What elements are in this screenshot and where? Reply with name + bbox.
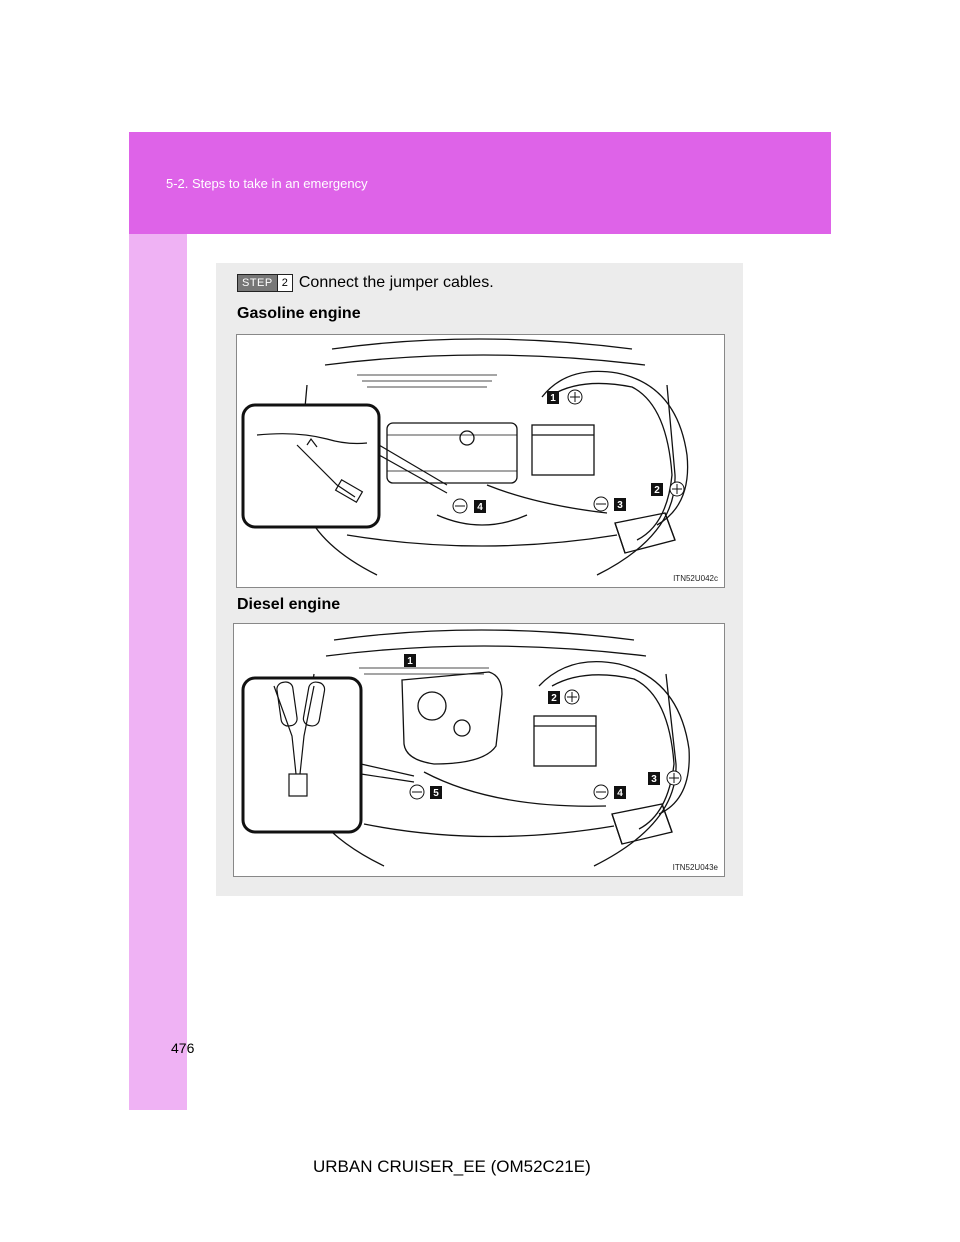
diesel-engine-heading: Diesel engine — [237, 596, 341, 613]
diesel-callout-2: 2 — [551, 693, 557, 704]
gas-callout-2: 2 — [654, 485, 660, 496]
gas-callout-3: 3 — [617, 500, 623, 511]
diesel-engine-figure: 1 2 3 4 5 ITN52U043e — [233, 623, 725, 877]
page-header-band — [129, 132, 831, 234]
gasoline-figure-code: ITN52U042c — [673, 574, 718, 583]
step-badge-number: 2 — [276, 275, 292, 291]
section-title: 5-2. Steps to take in an emergency — [166, 176, 368, 191]
page-number: 476 — [171, 1040, 195, 1056]
step-instruction: Connect the jumper cables. — [298, 274, 494, 291]
diesel-figure-code: ITN52U043e — [672, 863, 718, 872]
footer-model: URBAN CRUISER_EE (OM52C21E) — [313, 1157, 591, 1176]
page-sidebar-band — [129, 132, 187, 1110]
diesel-callout-3: 3 — [651, 774, 657, 785]
gas-callout-1: 1 — [550, 393, 556, 404]
step-badge: STEP 2 — [237, 274, 293, 292]
step-badge-label: STEP — [238, 275, 277, 291]
diesel-callout-5: 5 — [433, 788, 439, 799]
diesel-engine-illustration: 1 2 3 4 5 — [241, 629, 690, 867]
gasoline-engine-illustration: 1 2 3 4 — [241, 338, 689, 576]
step-row: STEP 2 Connect the jumper cables. — [237, 272, 494, 294]
gasoline-engine-figure: 1 2 3 4 ITN52U042c — [236, 334, 725, 588]
gas-callout-4: 4 — [477, 502, 483, 513]
diesel-callout-4: 4 — [617, 788, 623, 799]
gasoline-engine-heading: Gasoline engine — [237, 305, 361, 322]
diesel-callout-1: 1 — [407, 656, 413, 667]
